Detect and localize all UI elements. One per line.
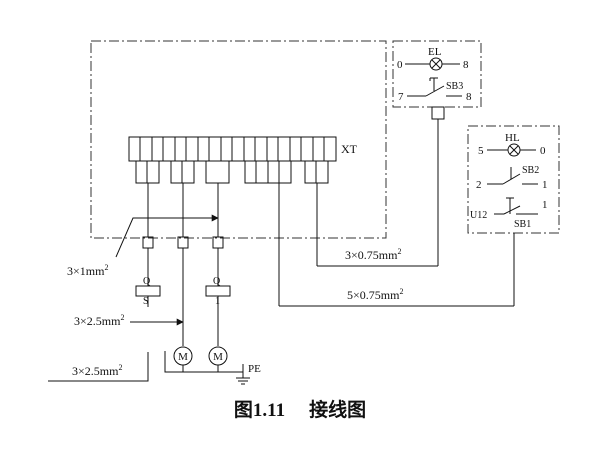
el-right-terminal: 8 — [463, 59, 469, 71]
u12-label: U12 — [470, 210, 487, 221]
q-s-bottom-label: S — [143, 296, 149, 307]
cable-pointer-3 — [48, 352, 149, 382]
sb3-right-terminal: 8 — [466, 91, 472, 103]
contactor-q-s — [135, 285, 161, 297]
figure-caption: 图1.11 接线图 — [0, 395, 600, 422]
q-s-top-label: Q — [143, 276, 151, 287]
pe-label: PE — [248, 363, 261, 375]
el-connector — [431, 106, 445, 120]
el-label: EL — [428, 46, 442, 58]
sb1-right-terminal: 1 — [542, 199, 548, 211]
q-1-top-label: Q — [213, 276, 221, 287]
motor-2-label: M — [213, 351, 223, 363]
gland-1 — [142, 236, 154, 249]
ground-icon — [236, 377, 250, 385]
sb3-label: SB3 — [446, 81, 463, 92]
sb3-switch-icon — [407, 77, 462, 97]
cable-label-3x0-75: 3×0.75mm2 — [345, 247, 401, 262]
terminal-strip-xt — [128, 136, 337, 184]
sb2-switch-icon — [487, 167, 538, 185]
motor-1-label: M — [178, 351, 188, 363]
cable-pointer-1 — [115, 214, 219, 258]
sb2-label: SB2 — [522, 165, 539, 176]
sb1-switch-icon — [494, 197, 538, 215]
hl-right-terminal: 0 — [540, 145, 546, 157]
xt-label: XT — [341, 142, 358, 156]
figure-title: 接线图 — [309, 400, 367, 421]
sb1-label: SB1 — [514, 219, 531, 230]
cable-label-3x2-5-a: 3×2.5mm2 — [74, 313, 124, 328]
hl-label: HL — [505, 132, 520, 144]
sb2-right-terminal: 1 — [542, 179, 548, 191]
cable-label-3x2-5-b: 3×2.5mm2 — [72, 363, 122, 378]
main-enclosure — [90, 40, 387, 239]
gland-3 — [212, 236, 224, 249]
contactor-q-1 — [205, 285, 231, 297]
figure-number: 图1.11 — [233, 400, 286, 421]
el-left-terminal: 0 — [397, 59, 403, 71]
gland-2 — [177, 236, 189, 249]
ground-bus — [164, 351, 243, 373]
cable-label-3x1: 3×1mm2 — [67, 263, 108, 278]
cable-label-5x0-75: 5×0.75mm2 — [347, 287, 403, 302]
q-1-bottom-label: 1 — [215, 296, 220, 307]
sb2-left-terminal: 2 — [476, 179, 482, 191]
hl-left-terminal: 5 — [478, 145, 484, 157]
sb3-left-terminal: 7 — [398, 91, 404, 103]
